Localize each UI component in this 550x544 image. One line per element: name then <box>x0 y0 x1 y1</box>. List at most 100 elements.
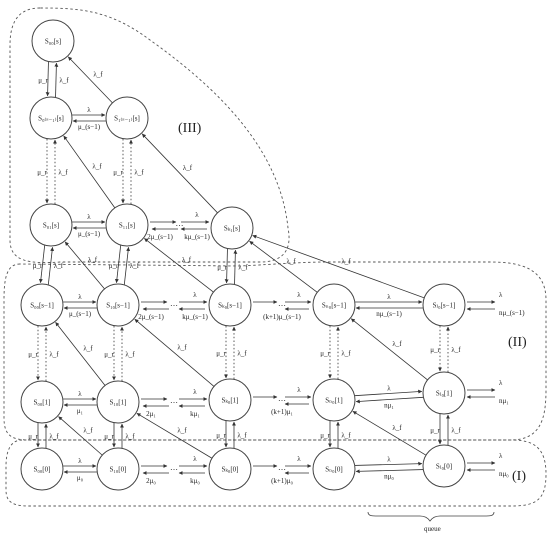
state-node-sl0s1 <box>422 283 466 327</box>
kn-rate-backward-1: (k+1)μ₁ <box>271 408 293 416</box>
diagonal-failure-arrow-8 <box>134 318 215 387</box>
queue-brace <box>367 511 495 522</box>
failure-rate-8: λ_f <box>237 350 247 358</box>
rate-label-backward-s0s1s: μ_(s−1) <box>78 123 101 131</box>
diagonal-failure-rate-6: λ_f <box>341 258 351 266</box>
state-nodes: S₀₀[s]S₀₍ₛ₋₁₎[s]S₁₍ₛ₋₁₎[s]S₀₁[s]S₁₁[s]Sₖ… <box>20 19 466 491</box>
tail-rate-backward-2: nμ₀ <box>499 470 509 478</box>
diagonal-failure-rate-2: λ_f <box>183 164 193 172</box>
state-node-sl00 <box>422 444 466 488</box>
gap-rate-2mu-0: 2μ_(s−1) <box>147 233 173 241</box>
kn-rate-forward-0: λ <box>297 291 301 299</box>
region-ii-boundary <box>3 261 547 441</box>
failure-arrow-3 <box>47 246 55 285</box>
repair-rate-0: μ_r <box>38 77 48 85</box>
state-label-sl00: Sₗ₀[0] <box>436 463 452 471</box>
state-node-sk1s <box>210 206 254 250</box>
repair-rate-10: μ_r <box>430 346 440 354</box>
state-label-s0s1s: S₀₍ₛ₋₁₎[s] <box>38 115 64 123</box>
diagonal-failure-arrow-9 <box>350 318 428 381</box>
state-label-sn01: Sₙ₀[1] <box>325 397 343 405</box>
state-label-sl01: Sₗ₀[1] <box>436 390 452 398</box>
tail-rate-forward-0: λ <box>499 291 503 299</box>
diagonal-failure-arrow-2 <box>141 133 218 214</box>
failure-rate-9: λ_f <box>341 350 351 358</box>
failure-rate-5: λ_f <box>238 264 248 272</box>
tail-rate-backward-1: nμ₁ <box>499 397 509 405</box>
gap-rate-kmu-2: kμ₁ <box>190 410 200 418</box>
state-label-s001: S₀₀[1] <box>34 399 51 407</box>
region-iii-boundary <box>9 7 290 264</box>
diagonal-failure-rate-12: λ_f <box>392 424 402 432</box>
state-node-sk0s1 <box>208 283 252 327</box>
rate-label-backward-sn0s1: nμ_(s−1) <box>376 310 402 318</box>
rate-label-forward-s001: λ <box>78 390 82 398</box>
repair-rate-3: μ_r <box>33 262 43 270</box>
rate-label-backward-s001: μ₁ <box>77 407 83 415</box>
repair-rate-13: μ_r <box>216 432 226 440</box>
diagonal-failure-arrow-3 <box>64 241 105 290</box>
diagonal-failure-arrow-1 <box>63 135 116 209</box>
gap-rate-kmu-1: kμ_(s−1) <box>182 313 208 321</box>
failure-rate-1: λ_f <box>58 169 68 177</box>
diagonal-failure-rate-3: λ_f <box>88 256 98 264</box>
diagonal-failure-arrow-0 <box>67 56 113 104</box>
repair-arrow-0 <box>45 61 50 97</box>
rate-label-forward-s01s: λ <box>87 213 91 221</box>
rate-label-backward-s01s: μ_(s−1) <box>78 230 101 238</box>
backward-arrow-sn01 <box>355 396 424 404</box>
repair-rate-9: μ_r <box>320 350 330 358</box>
state-node-s01s <box>29 203 73 247</box>
kn-ellipsis-1: … <box>278 394 286 403</box>
state-label-s101: S₁₀[1] <box>110 399 127 407</box>
state-node-sn01 <box>312 378 356 422</box>
repair-rate-6: μ_r <box>28 351 38 359</box>
state-node-s11s <box>105 203 149 247</box>
state-node-s000 <box>20 447 64 491</box>
repair-arrow-4 <box>114 245 122 284</box>
rate-label-forward-sn01: λ <box>387 385 391 393</box>
rate-label-forward-s0s1s: λ <box>87 106 91 114</box>
failure-rate-14: λ_f <box>341 432 351 440</box>
rate-label-backward-s00s1: μ_(s−1) <box>69 310 92 318</box>
state-node-s0s1s <box>29 96 73 140</box>
failure-rate-10: λ_f <box>451 346 461 354</box>
failure-arrow-5 <box>233 249 238 285</box>
diagonal-failure-rate-4: λ_f <box>182 256 192 264</box>
diagonal-failure-arrow-4 <box>144 238 214 293</box>
gap-rate-kmu-3: kμ₀ <box>190 477 200 485</box>
region-label-iii: (III) <box>178 121 202 136</box>
state-node-s001 <box>20 380 64 424</box>
state-label-sn00: Sₙ₀[0] <box>325 466 343 474</box>
repair-rate-1: μ_r <box>37 169 47 177</box>
state-label-s000: S₀₀[0] <box>34 466 51 474</box>
failure-rate-11: λ_f <box>49 433 59 441</box>
state-node-sl01 <box>422 371 466 415</box>
rate-labels: λμ_(s−1)λμ_(s−1)λμ_(s−1)λμ₁λμ₀λnμ_(s−1)λ… <box>28 71 525 486</box>
repair-rate-14: μ_r <box>320 432 330 440</box>
forward-arrow-sn00 <box>354 461 423 466</box>
gap-rate-2mu-2: 2μ₁ <box>146 410 156 418</box>
state-node-s100 <box>96 447 140 491</box>
state-node-sk00 <box>208 447 252 491</box>
repair-rate-11: μ_r <box>28 433 38 441</box>
tail-rate-forward-2: λ <box>499 452 503 460</box>
transition-arrows <box>36 56 496 475</box>
repair-rate-5: μ_r <box>217 264 227 272</box>
state-label-sk1s: Sₖ₁[s] <box>224 225 240 233</box>
gap-ellipsis-2: … <box>170 396 178 405</box>
state-label-s10s1: S₁₀[s−1] <box>106 302 130 310</box>
state-label-s1s1s: S₁₍ₛ₋₁₎[s] <box>114 115 140 123</box>
state-label-s100: S₁₀[0] <box>110 466 127 474</box>
state-node-s00s1 <box>20 283 64 327</box>
diagonal-failure-arrow-12 <box>352 410 427 456</box>
rate-label-forward-s000: λ <box>78 457 82 465</box>
failure-rate-6: λ_f <box>49 351 59 359</box>
state-label-s01s: S₀₁[s] <box>43 222 59 230</box>
repair-rate-2: μ_r <box>113 169 123 177</box>
failure-rate-15: λ_f <box>451 427 461 435</box>
failure-rate-2: λ_f <box>134 169 144 177</box>
gap-rate-kmu-0: kμ_(s−1) <box>184 233 210 241</box>
forward-arrow-sn01 <box>354 389 423 397</box>
rate-label-forward-s00s1: λ <box>78 293 82 301</box>
